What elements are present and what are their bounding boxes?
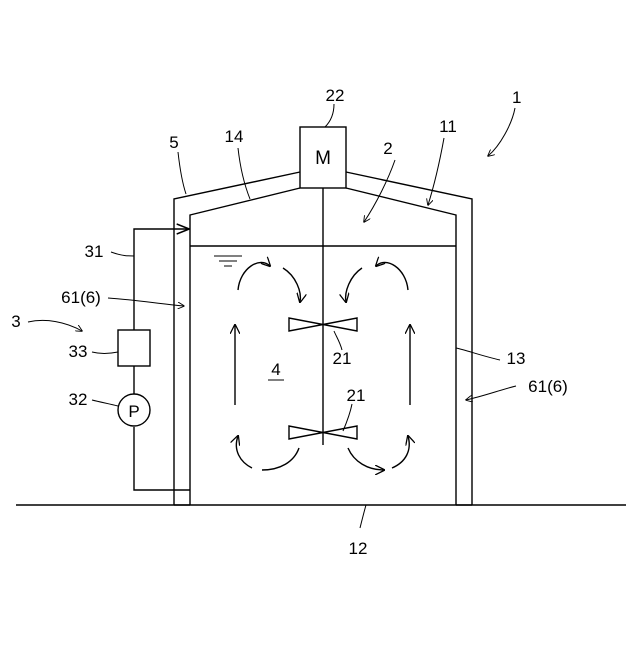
label-insulation-cover: 5 (169, 133, 178, 152)
pump-symbol: P (128, 402, 139, 421)
label-liquid: 4 (271, 360, 280, 379)
motor-symbol: M (315, 148, 331, 169)
label-circulation-pipe: 31 (85, 242, 104, 261)
label-impeller-upper: 21 (333, 349, 352, 368)
label-tank-side-wall: 13 (507, 349, 526, 368)
label-floor: 12 (349, 539, 368, 558)
label-tank-roof: 14 (225, 127, 244, 146)
label-apparatus: 1 (512, 88, 521, 107)
circulation-pipe-return (134, 427, 190, 490)
label-pump-ref: 32 (69, 390, 88, 409)
label-tank-interior: 2 (383, 139, 392, 158)
heat-exchanger-box (118, 330, 150, 366)
label-impeller-lower: 21 (347, 386, 366, 405)
leader-lines (28, 104, 516, 528)
label-tank-top-wall: 11 (439, 117, 457, 136)
label-jacket-left: 61(6) (61, 288, 101, 307)
circulation-pipe (134, 229, 188, 330)
label-motor-ref: 22 (326, 86, 345, 105)
liquid-level-symbol (214, 256, 242, 266)
label-circulation-system: 3 (11, 312, 20, 331)
label-heat-exchanger: 33 (69, 342, 88, 361)
label-jacket-right: 61(6) (528, 377, 568, 396)
